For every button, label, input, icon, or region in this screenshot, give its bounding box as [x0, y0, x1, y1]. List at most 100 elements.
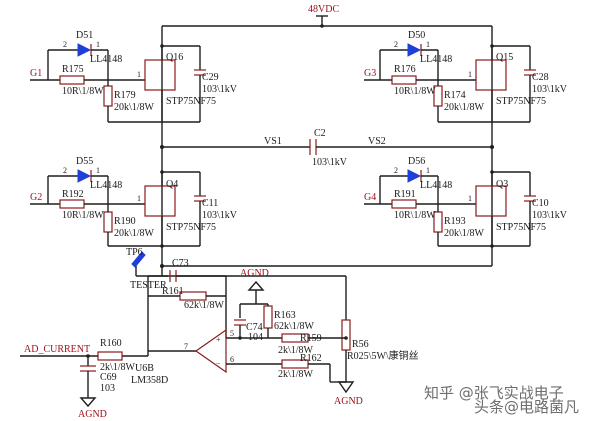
adc-ground-label: AGND — [78, 409, 107, 420]
q15-value: STP75NF75 — [496, 96, 546, 107]
d51-ref: D51 — [76, 30, 93, 41]
r162-ref: R162 — [300, 353, 322, 364]
d56-value: LL4148 — [420, 180, 452, 191]
vs1-label: VS1 — [264, 136, 282, 147]
supply-label: 48VDC — [308, 4, 339, 15]
c73-ref: C73 — [172, 258, 189, 269]
c2-ref: C2 — [314, 128, 326, 139]
q16-ref: Q16 — [166, 52, 183, 63]
d55-pin-2: 2 — [63, 166, 67, 175]
tp6-ref: TP6 — [126, 247, 143, 258]
c69-ref: C69 — [100, 372, 117, 383]
d51-pin-2: 2 — [63, 40, 67, 49]
mosfet-icon — [144, 59, 176, 91]
c11-value: 103\1kV — [202, 210, 238, 221]
r159-value: 2k\1/8W — [278, 345, 314, 356]
q16-pin-1: 1 — [137, 70, 141, 79]
ground-icon — [79, 397, 97, 408]
q15-ref: Q15 — [496, 52, 513, 63]
r179-ref: R179 — [114, 90, 136, 101]
d56-ref: D56 — [408, 156, 425, 167]
diode-icon — [77, 43, 92, 57]
u6b-ref: U6B — [135, 363, 154, 374]
r161-value: 62k\1/8W — [184, 300, 225, 311]
q3-value: STP75NF75 — [496, 222, 546, 233]
r176-ref: R176 — [394, 64, 416, 75]
r175-value: 10R\1/8W — [62, 86, 104, 97]
c29-value: 103\1kV — [202, 84, 238, 95]
d56-pin-1: 1 — [426, 166, 430, 175]
ground-icon — [337, 381, 355, 394]
d50-pin-1: 1 — [426, 40, 430, 49]
watermark: 知乎 @张飞实战电子 头条@电路菌凡 — [424, 384, 579, 416]
d55-pin-1: 1 — [96, 166, 100, 175]
d56-pin-2: 2 — [394, 166, 398, 175]
q4-ref: Q4 — [166, 179, 178, 190]
r162-value: 2k\1/8W — [278, 369, 314, 380]
supply-rail: 48VDC — [162, 4, 492, 28]
ground-icon — [247, 280, 265, 291]
d50-pin-2: 2 — [394, 40, 398, 49]
vs2-label: VS2 — [368, 136, 386, 147]
q15-pin-1: 1 — [468, 70, 472, 79]
r174-ref: R174 — [444, 90, 466, 101]
r192-value: 10R\1/8W — [62, 210, 104, 221]
d55-value: LL4148 — [90, 180, 122, 191]
c74-value: 104 — [248, 332, 263, 343]
q4-value: STP75NF75 — [166, 222, 216, 233]
watermark-line-1: 知乎 @张飞实战电子 — [424, 384, 564, 402]
opamp-pin-5: 5 — [230, 329, 234, 338]
d51-pin-1: 1 — [96, 40, 100, 49]
c69-value: 103 — [100, 383, 115, 394]
r56-ref: R56 — [352, 339, 369, 350]
r174-value: 20k\1/8W — [444, 102, 485, 113]
opamp-pin-7: 7 — [184, 342, 188, 351]
gate-leg-g3: G3 2 1 D50 LL4148 R176 10R\1/8W 1 R174 2… — [364, 30, 568, 123]
watermark-line-2: 头条@电路菌凡 — [474, 398, 579, 416]
opamp-icon — [194, 328, 227, 374]
c11-ref: C11 — [202, 198, 218, 209]
r193-value: 20k\1/8W — [444, 228, 485, 239]
r176-value: 10R\1/8W — [394, 86, 436, 97]
d50-value: LL4148 — [420, 54, 452, 65]
d55-ref: D55 — [76, 156, 93, 167]
d50-ref: D50 — [408, 30, 425, 41]
r161-ref: R161 — [162, 286, 184, 297]
r175-ref: R175 — [62, 64, 84, 75]
r179-value: 20k\1/8W — [114, 102, 155, 113]
q3-ref: Q3 — [496, 179, 508, 190]
mosfet-icon — [144, 185, 176, 217]
c10-value: 103\1kV — [532, 210, 568, 221]
shunt-resistor — [341, 319, 351, 351]
g4-label: G4 — [364, 192, 376, 203]
c74-ref: C74 — [246, 322, 263, 333]
g1-label: G1 — [30, 68, 42, 79]
q3-pin-1: 1 — [468, 194, 472, 203]
r190-ref: R190 — [114, 216, 136, 227]
u6b-value: LM358D — [131, 375, 168, 386]
r56-value: R025\5W\康铜丝 — [347, 349, 419, 362]
diode-icon — [407, 169, 422, 183]
r191-ref: R191 — [394, 189, 416, 200]
mosfet-icon — [475, 59, 507, 91]
diode-icon — [77, 169, 92, 183]
d51-value: LL4148 — [90, 54, 122, 65]
c29-ref: C29 — [202, 72, 219, 83]
opamp-plus: + — [216, 335, 221, 344]
bridge-wires: VS1 VS2 C2 103\1kV — [160, 26, 494, 268]
ad-current-label: AD_CURRENT — [24, 344, 90, 355]
r160-ref: R160 — [100, 338, 122, 349]
c2-value: 103\1kV — [312, 157, 348, 168]
q16-value: STP75NF75 — [166, 96, 216, 107]
r190-value: 20k\1/8W — [114, 228, 155, 239]
opamp-minus: − — [216, 359, 221, 368]
diode-icon — [407, 43, 422, 57]
current-sense: AGND R56 R025\5W\康铜丝 TP6 TESTER C73 R161… — [20, 247, 419, 420]
bias-ground-label: AGND — [240, 268, 269, 279]
r193-ref: R193 — [444, 216, 466, 227]
test-point-icon — [131, 251, 146, 268]
r159-ref: R159 — [300, 333, 322, 344]
c28-value: 103\1kV — [532, 84, 568, 95]
r191-value: 10R\1/8W — [394, 210, 436, 221]
